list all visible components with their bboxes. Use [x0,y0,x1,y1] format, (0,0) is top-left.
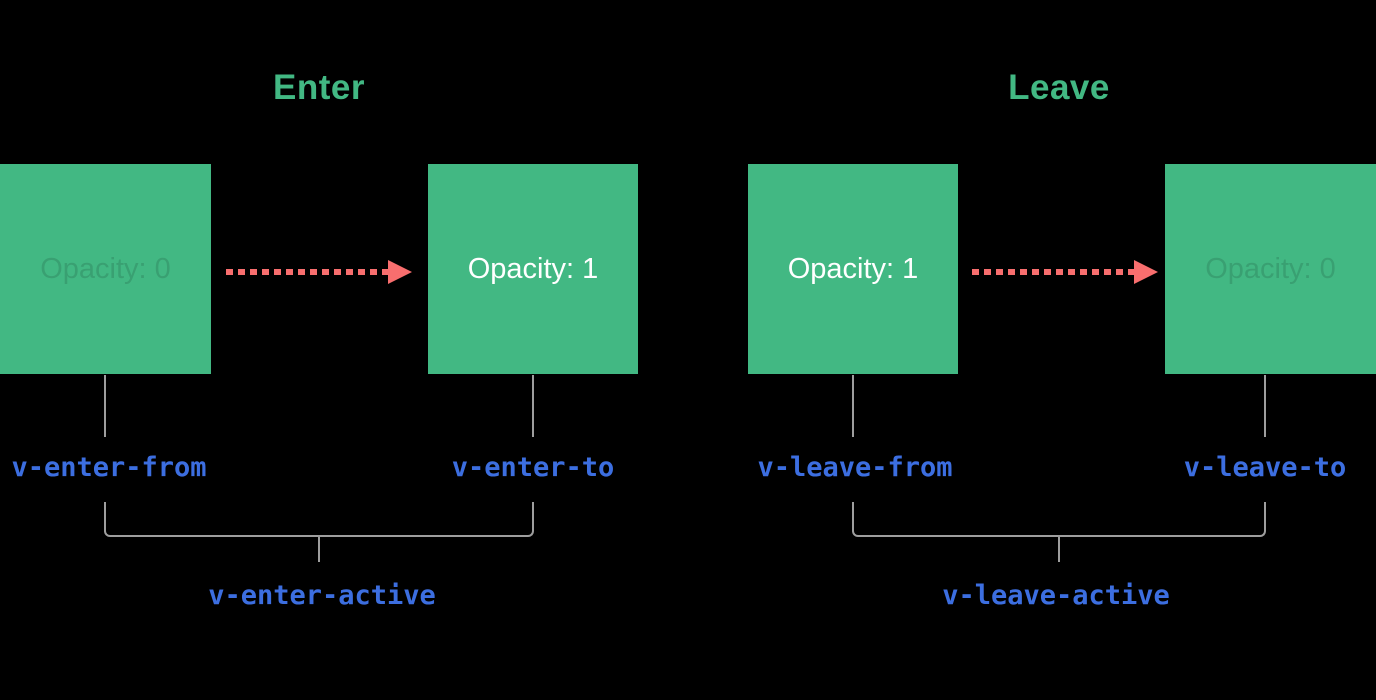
enter-to-class-label: v-enter-to [451,452,615,483]
opacity-label: Opacity: 0 [40,252,171,285]
enter-active-class-label: v-enter-active [208,580,436,611]
opacity-label: Opacity: 1 [787,252,919,285]
enter-transition-arrow-icon [226,258,412,286]
enter-from-box: Opacity: 0 [0,164,211,374]
leave-to-class-label: v-leave-to [1183,452,1347,483]
arrow-dashed-line [972,269,1134,275]
leave-from-connector-line [852,375,854,437]
enter-active-bracket-stub [318,537,320,562]
leave-transition-arrow-icon [972,258,1158,286]
leave-to-connector-line [1264,375,1266,437]
leave-from-class-label: v-leave-from [757,452,953,483]
leave-section-title: Leave [1008,68,1110,107]
arrow-head-icon [388,260,412,284]
leave-active-bracket-stub [1058,537,1060,562]
opacity-label: Opacity: 1 [467,252,599,285]
leave-from-box: Opacity: 1 [748,164,958,374]
enter-from-class-label: v-enter-from [11,452,207,483]
enter-active-bracket [104,502,534,537]
enter-from-connector-line [104,375,106,437]
enter-to-connector-line [532,375,534,437]
enter-to-box: Opacity: 1 [428,164,638,374]
leave-to-box: Opacity: 0 [1165,164,1376,374]
leave-active-bracket [852,502,1266,537]
enter-section-title: Enter [273,68,365,107]
leave-active-class-label: v-leave-active [942,580,1170,611]
arrow-dashed-line [226,269,388,275]
arrow-head-icon [1134,260,1158,284]
opacity-label: Opacity: 0 [1205,252,1336,285]
